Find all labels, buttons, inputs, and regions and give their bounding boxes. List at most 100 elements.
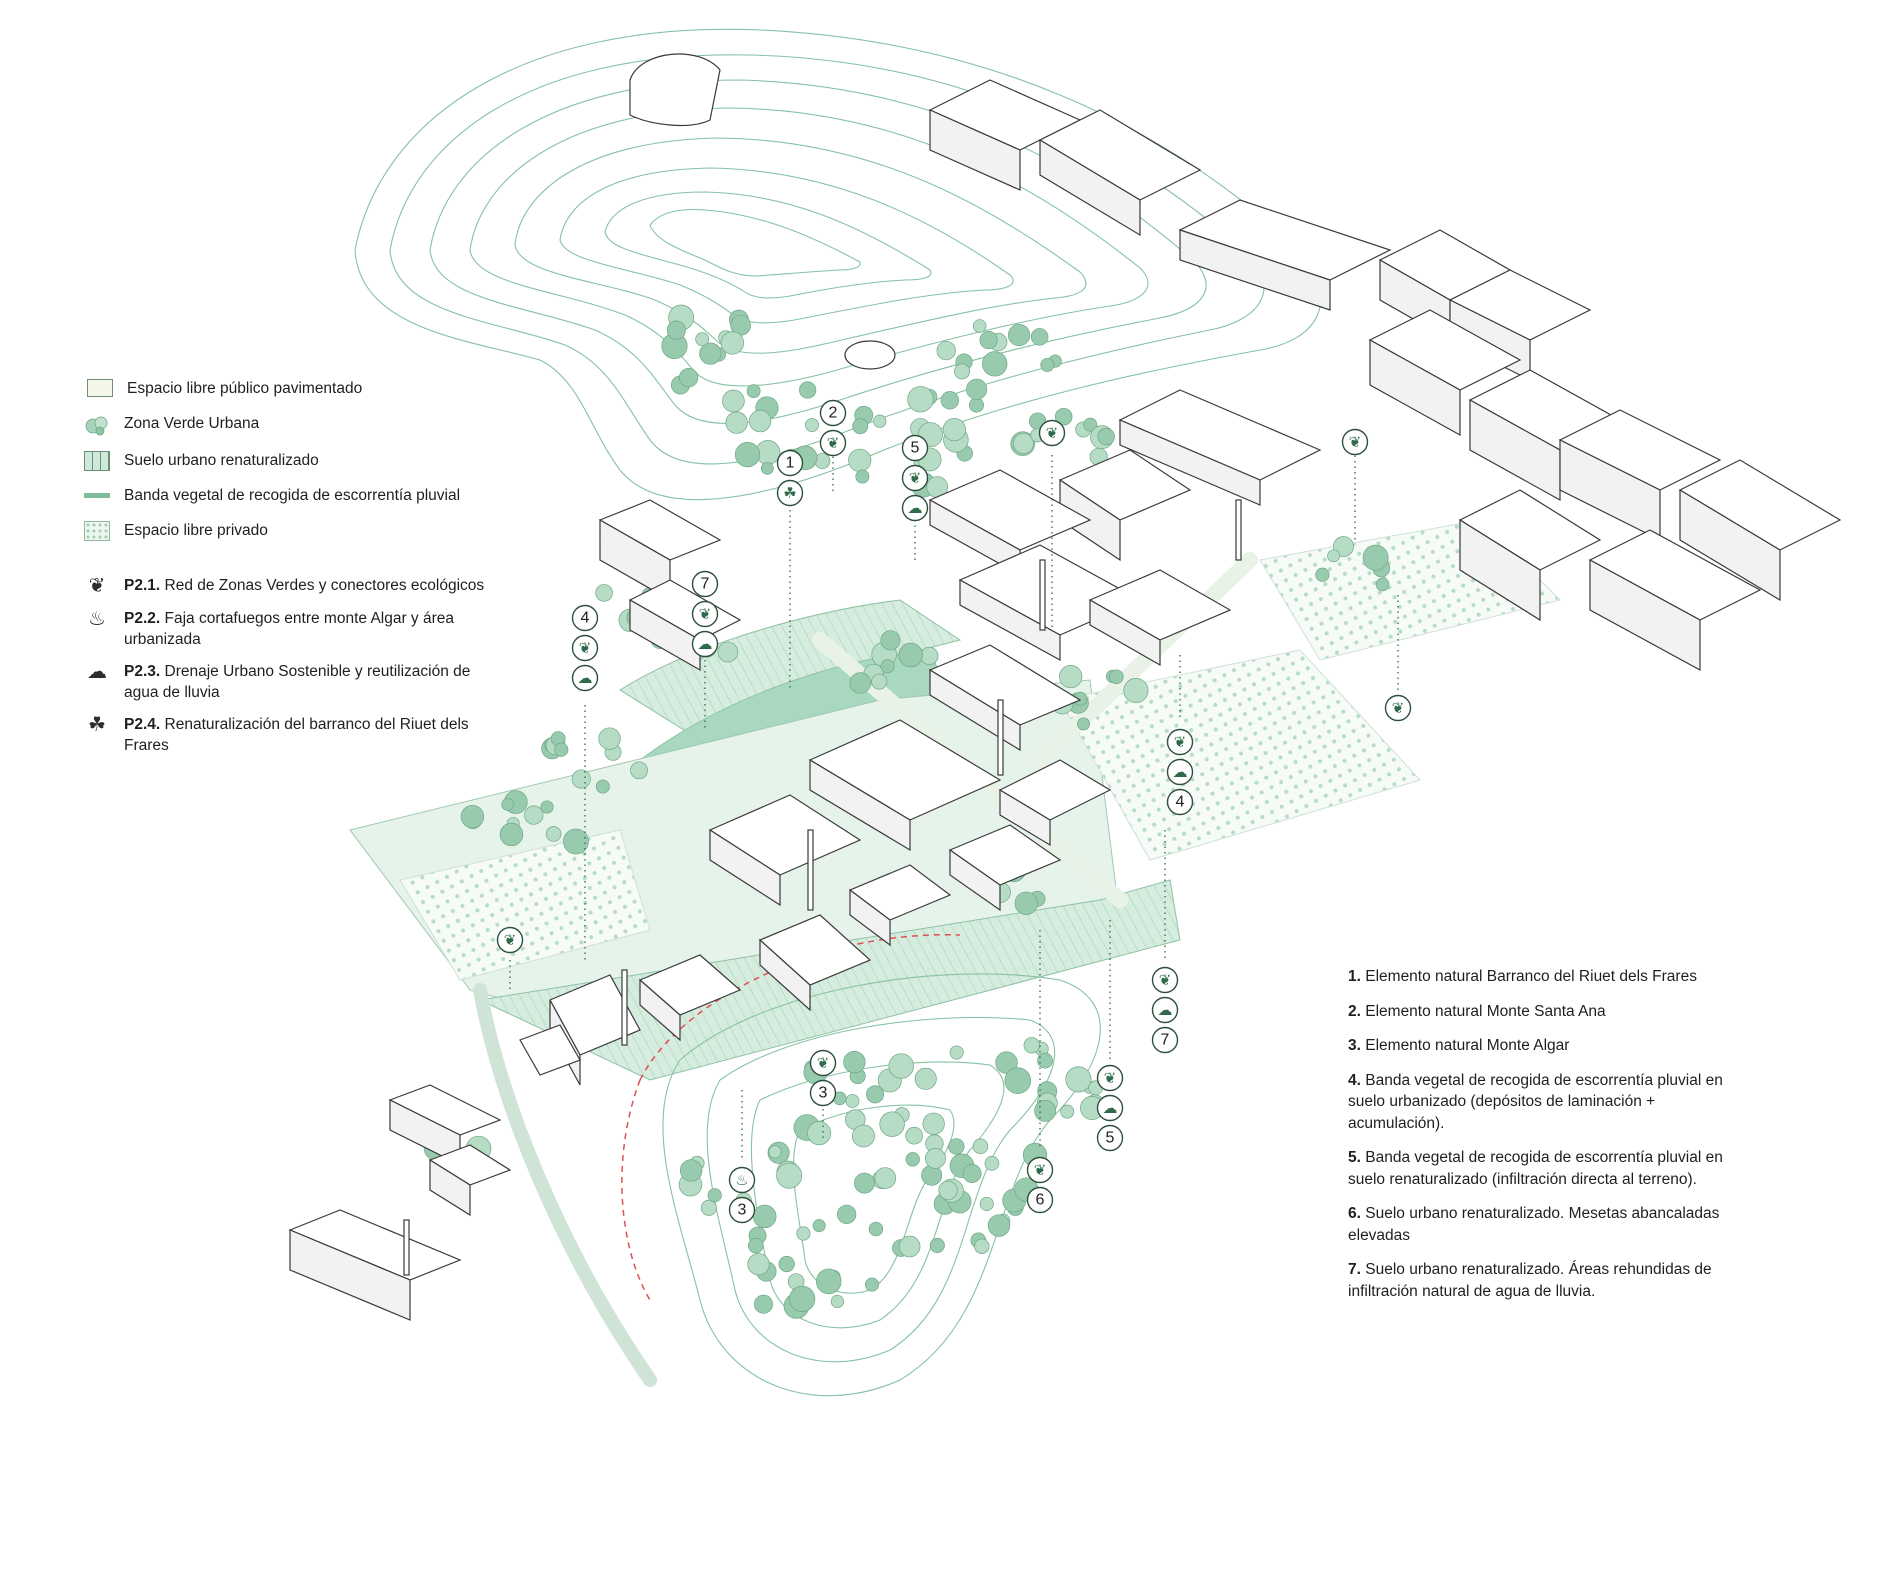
leaf-icon bbox=[496, 926, 524, 954]
tree bbox=[905, 1126, 923, 1145]
tree bbox=[879, 1111, 905, 1137]
water-cloud-icon bbox=[901, 494, 929, 522]
tree bbox=[725, 411, 748, 434]
tree bbox=[789, 1285, 816, 1312]
leaf-icon: ❦ bbox=[817, 1054, 830, 1072]
tree bbox=[849, 672, 872, 694]
leaf-icon bbox=[1166, 728, 1194, 756]
legend-label: Banda vegetal de recogida de escorrentía… bbox=[124, 487, 461, 504]
flame-icon: ♨ bbox=[88, 608, 106, 630]
note-7: 7. Suelo urbano renaturalizado. Áreas re… bbox=[1348, 1261, 1712, 1300]
industrial-shed bbox=[999, 788, 1051, 847]
tree bbox=[865, 1277, 880, 1292]
industrial-shed bbox=[1119, 419, 1261, 506]
paved-space-swatch bbox=[87, 379, 113, 397]
tree bbox=[768, 1145, 782, 1159]
tree bbox=[830, 1294, 844, 1309]
tree bbox=[1109, 669, 1124, 684]
leaf-icon: ❦ bbox=[827, 434, 840, 452]
water-cloud-icon: ☁ bbox=[1158, 1001, 1173, 1019]
marker-number-circle bbox=[1151, 1026, 1179, 1054]
marker-label: 1 bbox=[786, 455, 795, 472]
legend-item-green-band: Banda vegetal de recogida de escorrentía… bbox=[84, 485, 504, 506]
industrial-shed bbox=[849, 888, 891, 947]
note-4: 4. Banda vegetal de recogida de escorren… bbox=[1348, 1071, 1723, 1132]
tree bbox=[747, 1237, 764, 1254]
marker-label: 5 bbox=[1106, 1130, 1115, 1147]
marker-label: 6 bbox=[1036, 1192, 1045, 1209]
tree bbox=[1023, 1037, 1040, 1054]
water-cloud-icon: ☁ bbox=[1173, 763, 1188, 781]
industrial-shed bbox=[1089, 598, 1161, 667]
flame-icon bbox=[728, 1166, 756, 1194]
tree bbox=[734, 442, 761, 468]
building-block bbox=[1679, 488, 1781, 602]
tree bbox=[888, 1053, 914, 1079]
urban-blocks bbox=[288, 53, 1842, 1321]
tree bbox=[1037, 1052, 1054, 1069]
tree bbox=[1014, 891, 1038, 915]
tree bbox=[922, 1112, 945, 1135]
tree bbox=[987, 1214, 1011, 1237]
tree bbox=[866, 1085, 885, 1104]
leaf-icon: ❦ bbox=[1034, 1161, 1047, 1179]
tree bbox=[1077, 717, 1091, 731]
note-5: 5. Banda vegetal de recogida de escorren… bbox=[1348, 1149, 1723, 1188]
water-cloud-icon bbox=[1096, 1094, 1124, 1122]
tree bbox=[848, 448, 872, 472]
leaf-icon: ❦ bbox=[579, 639, 592, 657]
tree bbox=[972, 1138, 989, 1155]
water-cloud-icon bbox=[1151, 996, 1179, 1024]
tree bbox=[979, 330, 998, 350]
tree bbox=[925, 1148, 946, 1169]
tree bbox=[874, 1167, 897, 1189]
tree bbox=[968, 397, 984, 413]
leaf-icon bbox=[1038, 419, 1066, 447]
hands-leaf-icon bbox=[776, 479, 804, 507]
leaf-icon: ❦ bbox=[1159, 971, 1172, 989]
tree bbox=[898, 1235, 921, 1258]
tree bbox=[1097, 427, 1115, 446]
tree bbox=[1054, 407, 1073, 426]
water-cloud-icon bbox=[571, 664, 599, 692]
tree bbox=[760, 461, 774, 475]
marker-number-circle bbox=[809, 1079, 837, 1107]
tree bbox=[974, 1238, 990, 1255]
program-text: P2.4. Renaturalización del barranco del … bbox=[124, 716, 469, 754]
program-p21: ❦ P2.1. Red de Zonas Verdes y conectores… bbox=[84, 575, 504, 597]
tree bbox=[942, 417, 966, 442]
tree bbox=[679, 1159, 703, 1182]
map-legend: Espacio libre público pavimentado Zona V… bbox=[84, 378, 504, 767]
tree bbox=[563, 828, 589, 855]
tree bbox=[954, 363, 971, 380]
chimney bbox=[807, 829, 814, 911]
tree bbox=[807, 1121, 832, 1146]
leaf-icon: ❦ bbox=[1392, 699, 1405, 717]
monte-santa-ana-contours bbox=[354, 28, 1322, 501]
building-block bbox=[1369, 338, 1461, 437]
leaf-icon: ❦ bbox=[699, 605, 712, 623]
chimney bbox=[621, 969, 628, 1046]
tree bbox=[598, 727, 621, 750]
tree bbox=[595, 779, 610, 794]
water-cloud-icon: ☁ bbox=[87, 661, 107, 683]
tree bbox=[949, 1045, 964, 1060]
tree bbox=[948, 1138, 965, 1155]
tree bbox=[778, 1255, 795, 1273]
tree bbox=[717, 641, 739, 663]
legend-item-green-zone: Zona Verde Urbana bbox=[84, 413, 504, 436]
chimney bbox=[1235, 499, 1242, 561]
numbered-notes: 1. Elemento natural Barranco del Riuet d… bbox=[1348, 966, 1738, 1315]
tree bbox=[630, 761, 648, 780]
leaf-icon bbox=[1341, 428, 1369, 456]
chimney bbox=[997, 699, 1004, 776]
tree bbox=[984, 1156, 1000, 1171]
legend-label: Espacio libre público pavimentado bbox=[127, 380, 363, 397]
tree bbox=[1065, 1066, 1092, 1093]
leaf-icon: ❦ bbox=[909, 469, 922, 487]
tree-cluster-icon bbox=[85, 416, 108, 436]
water-cloud-icon bbox=[691, 630, 719, 658]
farm-building bbox=[429, 1158, 471, 1217]
marker-label: 7 bbox=[1161, 1032, 1170, 1049]
